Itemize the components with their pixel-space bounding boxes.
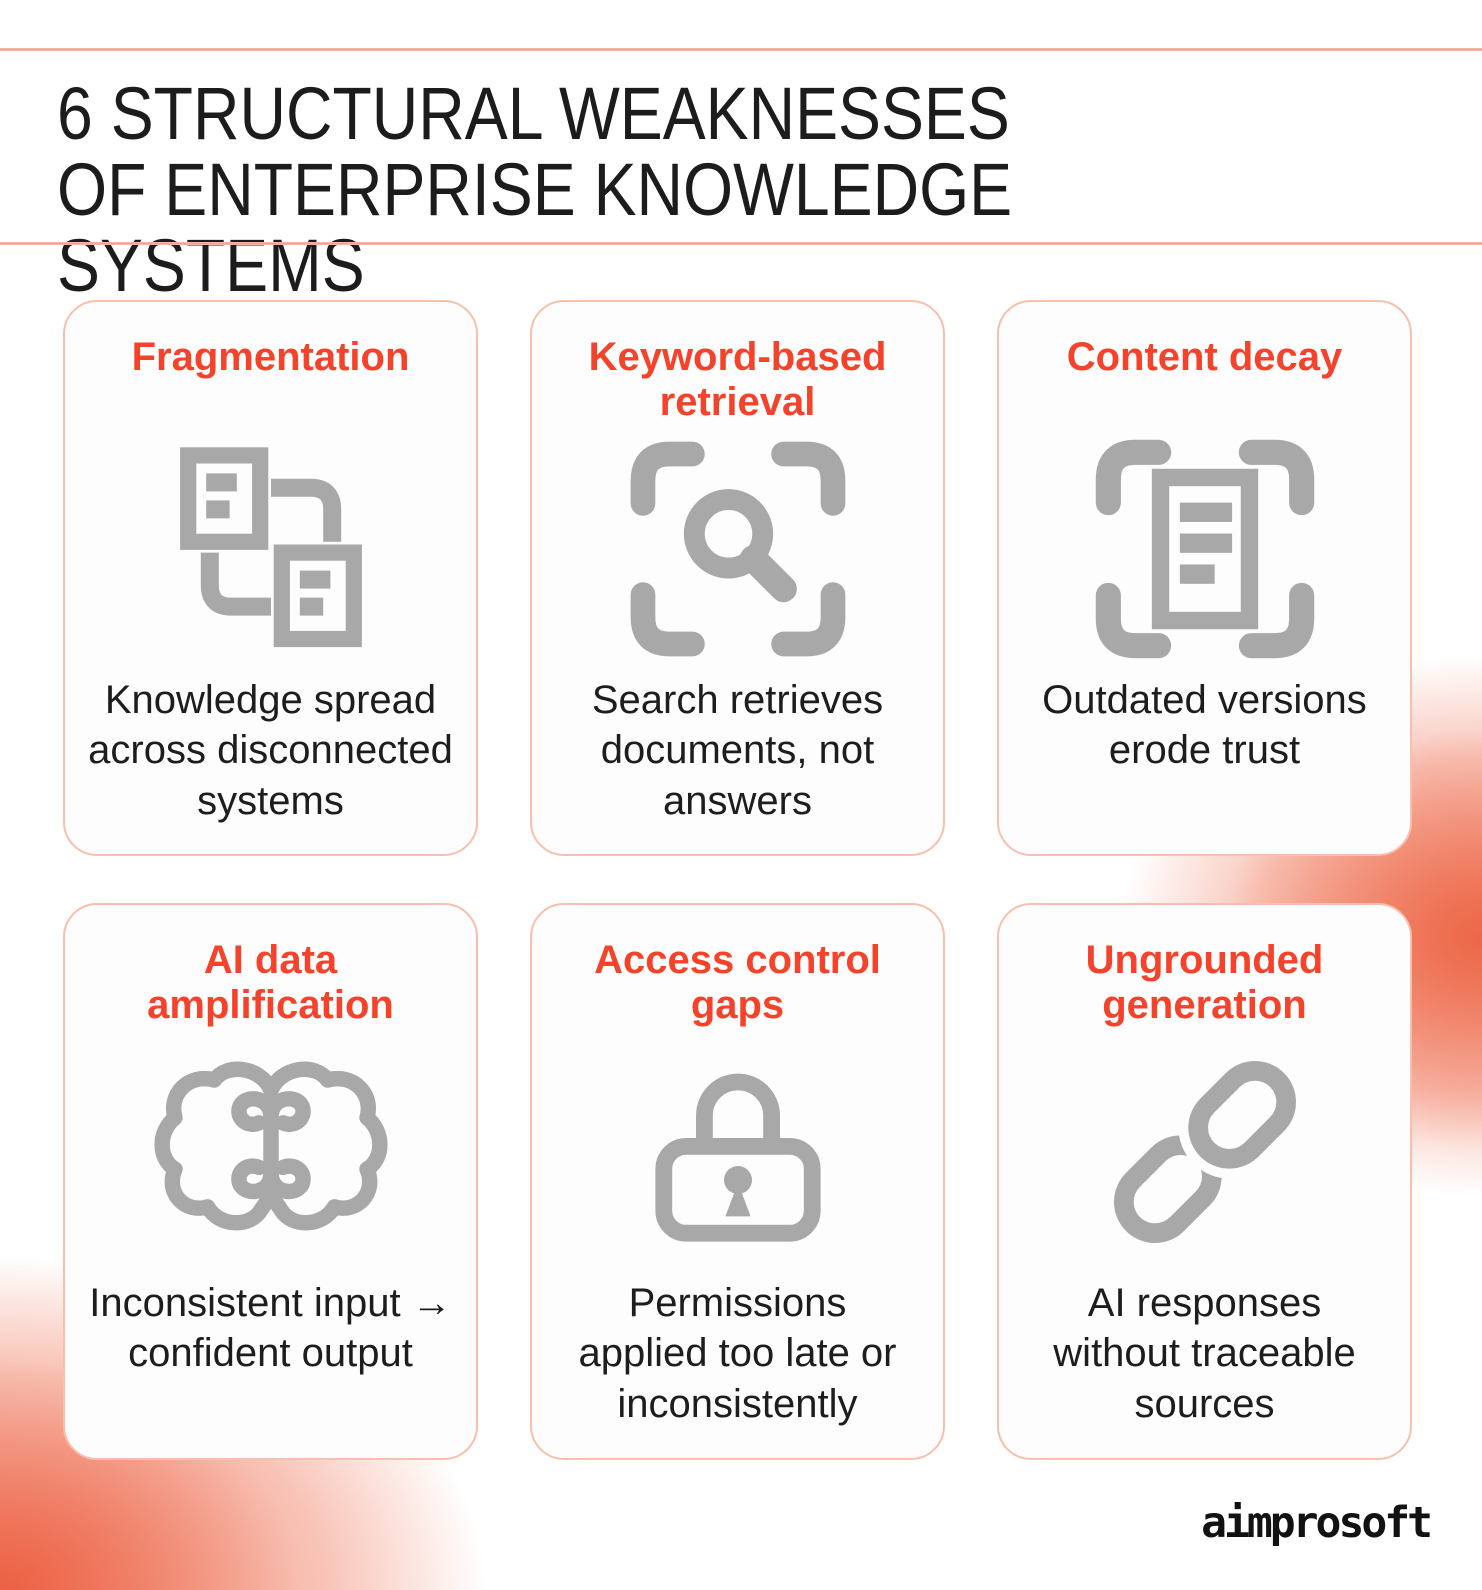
title-divider-line: [0, 242, 1482, 245]
disconnected-systems-icon: [163, 431, 379, 667]
card-fragmentation: Fragmentation Knowledge spread: [63, 300, 478, 856]
chain-link-icon: [1090, 1034, 1320, 1270]
card-title: Keyword-based retrieval: [588, 335, 887, 425]
card-title: Access control gaps: [594, 938, 881, 1028]
card-title: AI data amplification: [147, 938, 394, 1028]
card-title: Ungrounded generation: [1085, 938, 1324, 1028]
card-caption: Knowledge spread across disconnected sys…: [88, 678, 453, 823]
card-caption: Permissions applied too late or inconsis…: [578, 1281, 897, 1426]
card-caption: Outdated versions erode trust: [1042, 678, 1367, 773]
weakness-card-grid: Fragmentation Knowledge spread: [63, 300, 1412, 1460]
card-keyword-retrieval: Keyword-based retrieval Search retrieves…: [530, 300, 945, 856]
page-title-line2: OF ENTERPRISE KNOWLEDGE SYSTEMS: [57, 148, 1013, 307]
card-ai-amplification: AI data amplification Inconsistent input…: [63, 903, 478, 1460]
card-ungrounded-generation: Ungrounded generation AI responses witho…: [997, 903, 1412, 1460]
padlock-icon: [640, 1034, 836, 1270]
document-scan-icon: [1089, 431, 1321, 667]
page-title: 6 STRUCTURAL WEAKNESSES OF ENTERPRISE KN…: [57, 76, 1297, 304]
top-divider-line: [0, 48, 1482, 51]
card-title: Fragmentation: [131, 335, 410, 379]
search-scan-icon: [624, 431, 852, 667]
card-title: Content decay: [1066, 335, 1343, 379]
card-caption: Inconsistent input → confident output: [89, 1281, 452, 1376]
company-logo: aimprosoft: [1201, 1498, 1433, 1548]
card-caption: AI responses without traceable sources: [1053, 1281, 1356, 1426]
card-access-control: Access control gaps Permissions applied …: [530, 903, 945, 1460]
card-caption: Search retrieves documents, not answers: [591, 678, 884, 823]
page-title-line1: 6 STRUCTURAL WEAKNESSES: [57, 72, 1010, 155]
card-content-decay: Content decay Outdated versions erode tr…: [997, 300, 1412, 856]
brain-icon: [151, 1034, 391, 1270]
